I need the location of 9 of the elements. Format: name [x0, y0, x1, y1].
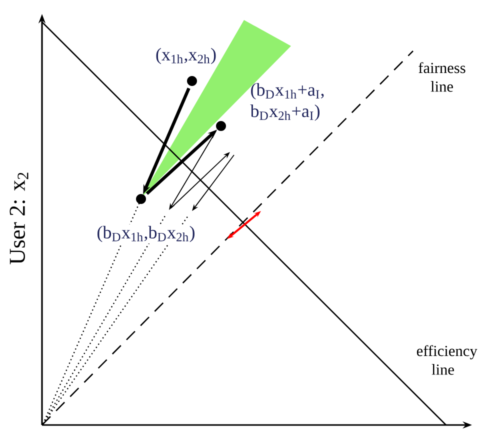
line-label: fairness line — [418, 62, 466, 92]
data-point — [187, 76, 197, 86]
line-label: efficiency line — [416, 345, 478, 375]
data-point — [136, 194, 146, 204]
point-label: (b$_{D}$x$_{1h}$,b$_{D}$x$_{2h}$) — [95, 224, 197, 244]
point-label: (x$_{1h}$,x$_{2h}$) — [156, 48, 216, 64]
axis-label: User 2: x$_{2}$ — [10, 172, 28, 264]
data-point — [216, 121, 226, 131]
point-label: (b$_{D}$x$_{1h}$+a$_{I}$, b$_{D}$x$_{2h}$+a$_{I}$) — [250, 83, 324, 121]
